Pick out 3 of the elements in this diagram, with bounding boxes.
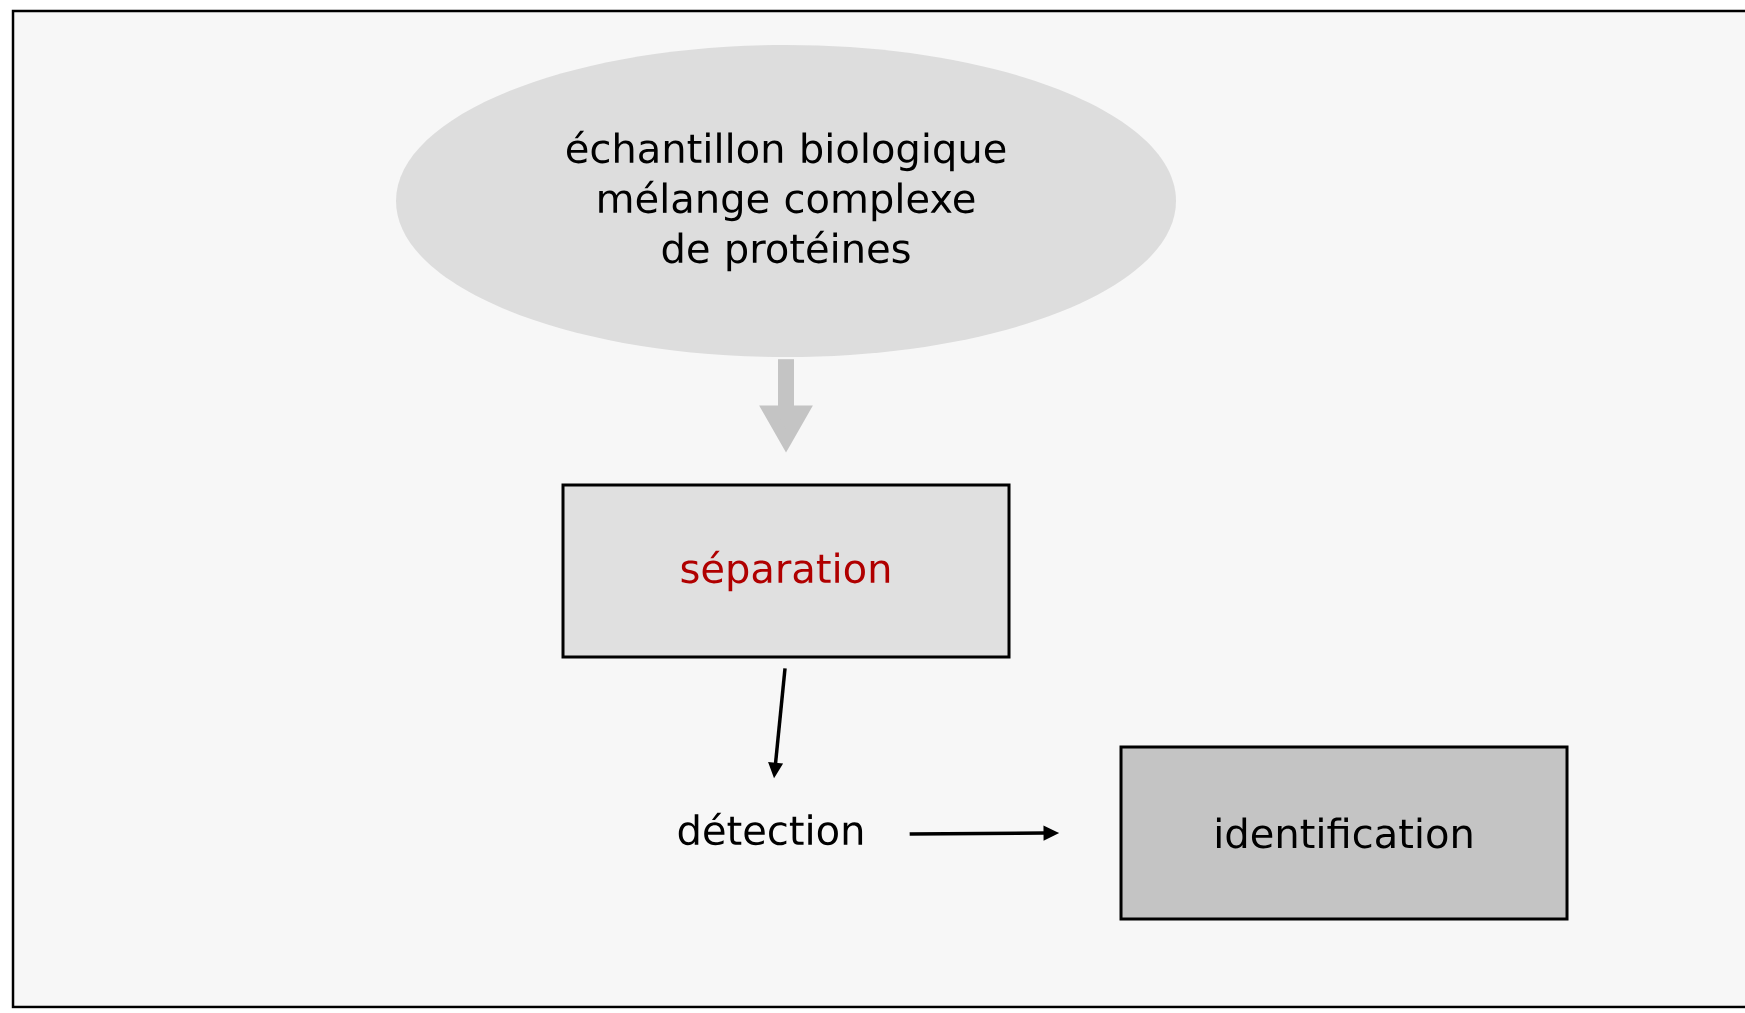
step-text: détection: [678, 812, 863, 846]
process-box: identification: [1119, 745, 1569, 921]
process-box: séparation: [561, 483, 1011, 659]
